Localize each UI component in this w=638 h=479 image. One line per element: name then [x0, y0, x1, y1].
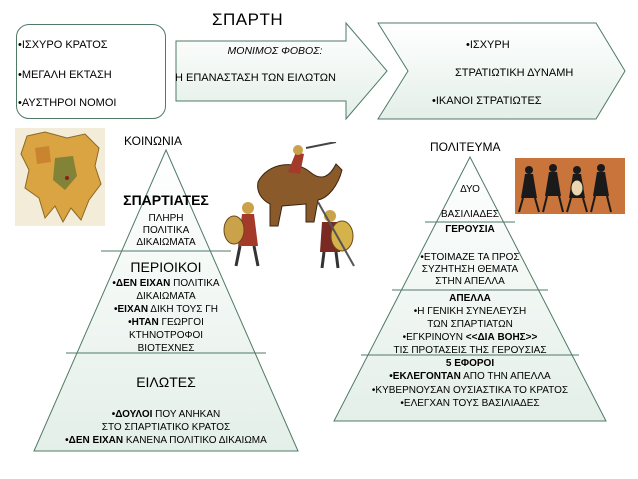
spartiates-line: ΠΟΛΙΤΙΚΑ — [142, 225, 190, 236]
ancient-pottery-dancers-icon — [515, 158, 625, 214]
apella-heading: ΑΠΕΛΛΑ — [449, 293, 491, 304]
heilotes-line: •ΔΟΥΛΟΙ ΠΟΥ ΑΝΗΚΑΝ — [111, 409, 221, 420]
spartiates-heading: ΣΠΑΡΤΙΑΤΕΣ — [123, 192, 209, 208]
spartan-warriors-illustration-icon — [218, 142, 358, 270]
heilotes-line: •ΔΕΝ ΕΙΧΑΝ ΚΑΝΕΝΑ ΠΟΛΙΤΙΚΟ ΔΙΚΑΙΩΜΑ — [65, 435, 267, 446]
heilotes-line: ΣΤΟ ΣΠΑΡΤΙΑΤΙΚΟ ΚΡΑΤΟΣ — [101, 422, 231, 433]
apella-line: •Η ΓΕΝΙΚΗ ΣΥΝΕΛΕΥΣΗ — [413, 306, 527, 317]
kings-line: ΒΑΣΙΛΙΑΔΕΣ — [441, 209, 499, 220]
center-arrow-shape — [175, 21, 388, 121]
arrow-text: Η ΕΠΑΝΑΣΤΑΣΗ ΤΩΝ ΕΙΛΩΤΩΝ — [175, 72, 336, 84]
arrow-heading: ΜΟΝΙΜΟΣ ΦΟΒΟΣ: — [227, 45, 323, 57]
gerousia-line: •ΕΤΟΙΜΑΖΕ ΤΑ ΠΡΟΣ — [420, 252, 520, 263]
apella-line: ΤΩΝ ΣΠΑΡΤΙΑΤΩΝ — [427, 319, 513, 330]
apella-line: •ΕΓΚΡΙΝΟΥΝ <<ΔΙΑ ΒΟΗΣ>> — [402, 332, 538, 343]
kings-line: ΔΥΟ — [460, 184, 480, 195]
top-left-item: •ΑΥΣΤΗΡΟΙ ΝΟΜΟΙ — [18, 97, 117, 109]
perioikoi-line: ΚΤΗΝΟΤΡΟΦΟΙ — [128, 330, 204, 341]
society-label: ΚΟΙΝΩΝΙΑ — [124, 134, 182, 148]
right-chevron-shape — [377, 22, 626, 120]
map-of-peloponnese-icon — [15, 128, 105, 226]
perioikoi-line: •ΕΙΧΑΝ ΔΙΚΗ ΤΟΥΣ ΓΗ — [114, 304, 218, 315]
perioikoi-line: ΔΙΚΑΙΩΜΑΤΑ — [136, 291, 196, 302]
perioikoi-line: •ΔΕΝ ΕΙΧΑΝ ΠΟΛΙΤΙΚΑ — [112, 278, 220, 289]
perioikoi-line: ΒΙΟΤΕΧΝΕΣ — [137, 343, 195, 354]
ephors-heading: 5 ΕΦΟΡΟΙ — [445, 358, 495, 369]
heilotes-heading: ΕΙΛΩΤΕΣ — [136, 374, 196, 390]
top-left-box: •ΙΣΧΥΡΟ ΚΡΑΤΟΣ •ΜΕΓΑΛΗ ΕΚΤΑΣΗ •ΑΥΣΤΗΡΟΙ … — [16, 24, 166, 119]
gerousia-heading: ΓΕΡΟΥΣΙΑ — [445, 224, 495, 235]
chevron-item: •ΙΚΑΝΟΙ ΣΤΡΑΤΙΩΤΕΣ — [432, 95, 542, 107]
gerousia-line: ΣΥΖΗΤΗΣΗ ΘΕΜΑΤΑ — [421, 264, 519, 275]
top-left-item: •ΙΣΧΥΡΟ ΚΡΑΤΟΣ — [18, 39, 108, 51]
polity-label: ΠΟΛΙΤΕΥΜΑ — [430, 140, 501, 154]
apella-line: ΤΙΣ ΠΡΟΤΑΣΕΙΣ ΤΗΣ ΓΕΡΟΥΣΙΑΣ — [393, 345, 547, 356]
ephors-line: •ΚΥΒΕΡΝΟΥΣΑΝ ΟΥΣΙΑΣΤΙΚΑ ΤΟ ΚΡΑΤΟΣ — [371, 385, 569, 396]
ephors-line: •ΕΚΛΕΓΟΝΤΑΝ ΑΠΟ ΤΗΝ ΑΠΕΛΛΑ — [389, 371, 551, 382]
page-title: ΣΠΑΡΤΗ — [212, 10, 284, 29]
chevron-item: ΣΤΡΑΤΙΩΤΙΚΗ ΔΥΝΑΜΗ — [455, 67, 574, 79]
perioikoi-heading: ΠΕΡΙΟΙΚΟΙ — [130, 259, 202, 275]
perioikoi-line: •ΗΤΑΝ ΓΕΩΡΓΟΙ — [128, 317, 204, 328]
spartiates-line: ΔΙΚΑΙΩΜΑΤΑ — [136, 237, 196, 248]
spartiates-line: ΠΛΗΡΗ — [148, 213, 184, 224]
gerousia-line: ΣΤΗΝ ΑΠΕΛΛΑ — [435, 276, 505, 287]
chevron-item: •ΙΣΧΥΡΗ — [466, 39, 510, 51]
top-left-item: •ΜΕΓΑΛΗ ΕΚΤΑΣΗ — [18, 69, 112, 81]
ephors-line: •ΕΛΕΓΧΑΝ ΤΟΥΣ ΒΑΣΙΛΙΑΔΕΣ — [400, 398, 540, 409]
